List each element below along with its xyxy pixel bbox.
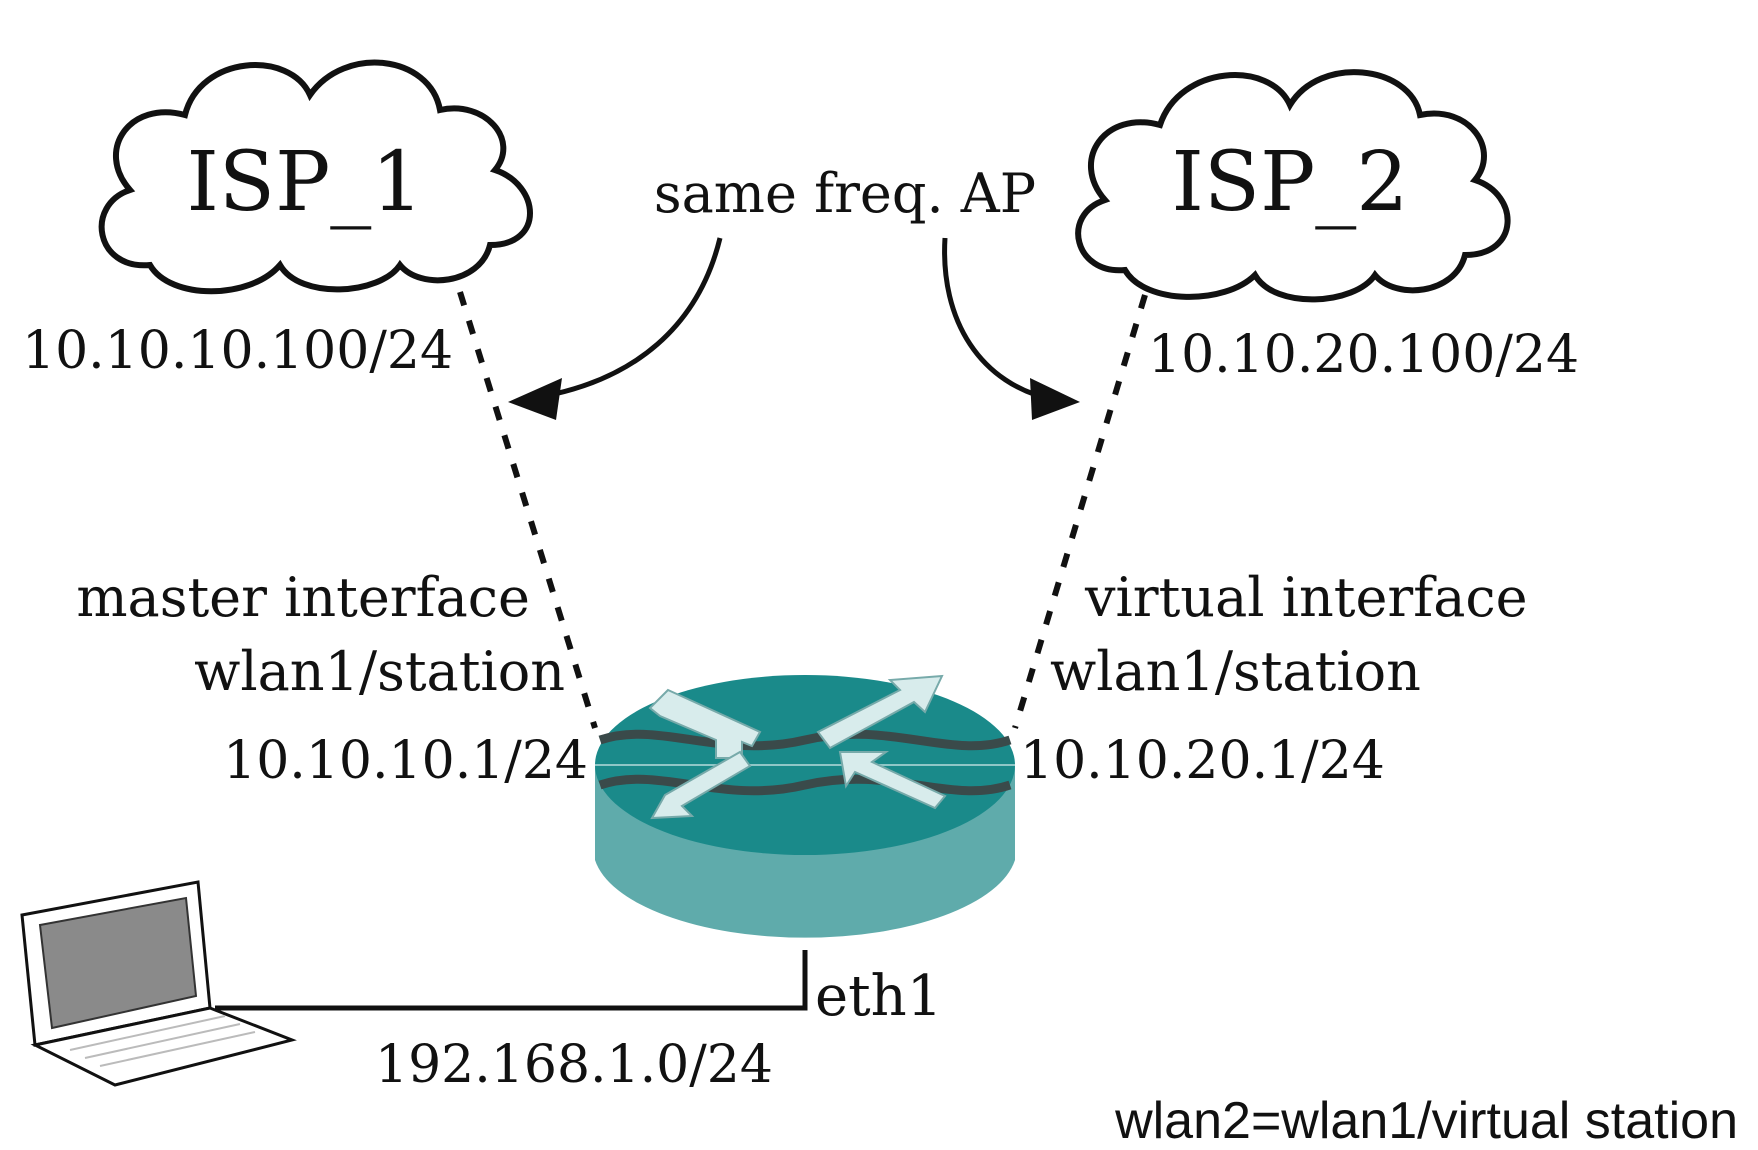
arrow-head-right-icon	[1030, 378, 1080, 420]
right-interface-ip-label: 10.10.20.1/24	[1020, 731, 1385, 791]
footnote-label: wlan2=wlan1/virtual station	[1114, 1092, 1738, 1150]
isp1-cloud-icon	[98, 59, 533, 295]
isp2-label: ISP_2	[1172, 135, 1409, 230]
isp2-ip-label: 10.10.20.100/24	[1148, 325, 1579, 385]
virtual-interface-label: virtual interface	[1084, 566, 1528, 629]
isp1-ip-label: 10.10.10.100/24	[22, 321, 453, 381]
left-wlan-label: wlan1/station	[194, 640, 565, 703]
lan-subnet-label: 192.168.1.0/24	[375, 1035, 773, 1095]
isp2-cloud-icon	[1075, 69, 1511, 303]
router-icon	[595, 674, 1015, 938]
arrow-to-left-link	[519, 237, 723, 403]
left-interface-ip-label: 10.10.10.1/24	[223, 731, 588, 791]
same-freq-ap-label: same freq. AP	[654, 162, 1036, 225]
master-interface-label: master interface	[76, 566, 530, 629]
laptop-icon	[20, 880, 297, 1087]
lan-cable	[215, 950, 808, 1011]
isp1-label: ISP_1	[187, 135, 424, 230]
arrow-head-left-icon	[508, 378, 562, 420]
right-wlan-label: wlan1/station	[1050, 640, 1421, 703]
arrow-to-right-link	[942, 237, 1056, 403]
eth1-label: eth1	[815, 964, 942, 1029]
